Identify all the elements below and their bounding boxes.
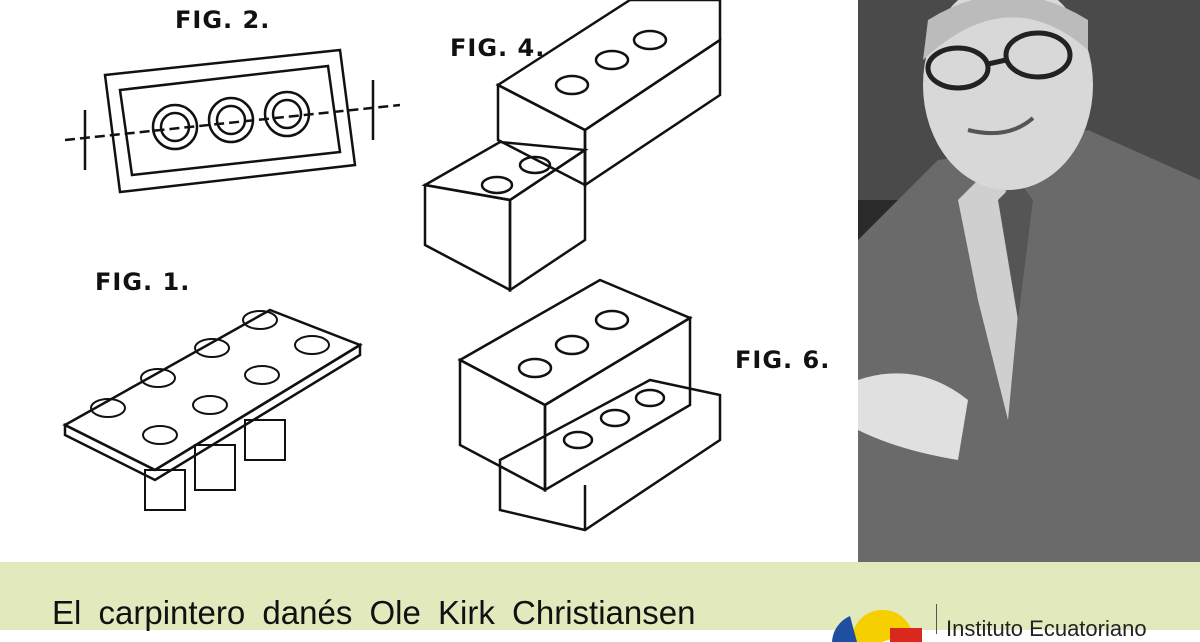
- logo-divider: [936, 604, 937, 634]
- brick-sketches: [62, 0, 722, 532]
- fig-2-drawing: [64, 48, 401, 194]
- fig-4-drawing: [421, 0, 722, 293]
- caption-text: El carpintero danés Ole Kirk Christianse…: [52, 594, 696, 631]
- caption-bar: El carpintero danés Ole Kirk Christianse…: [0, 562, 1200, 642]
- fig-2-label: FIG. 2.: [175, 6, 271, 34]
- institute-name: Instituto Ecuatoriano: [946, 616, 1147, 641]
- patent-drawing: FIG. 2. FIG. 1. FIG. 4. FIG. 6.: [62, 0, 831, 532]
- fig-6-label: FIG. 6.: [735, 346, 831, 374]
- institute-logo-icon: [832, 609, 922, 642]
- portrait-photo: [858, 0, 1200, 562]
- portrait-silhouette: [858, 0, 1200, 562]
- fig-6-drawing: [457, 278, 722, 532]
- fig-4-label: FIG. 4.: [450, 34, 546, 62]
- fig-1-label: FIG. 1.: [95, 268, 191, 296]
- fig-1-drawing: [62, 308, 363, 511]
